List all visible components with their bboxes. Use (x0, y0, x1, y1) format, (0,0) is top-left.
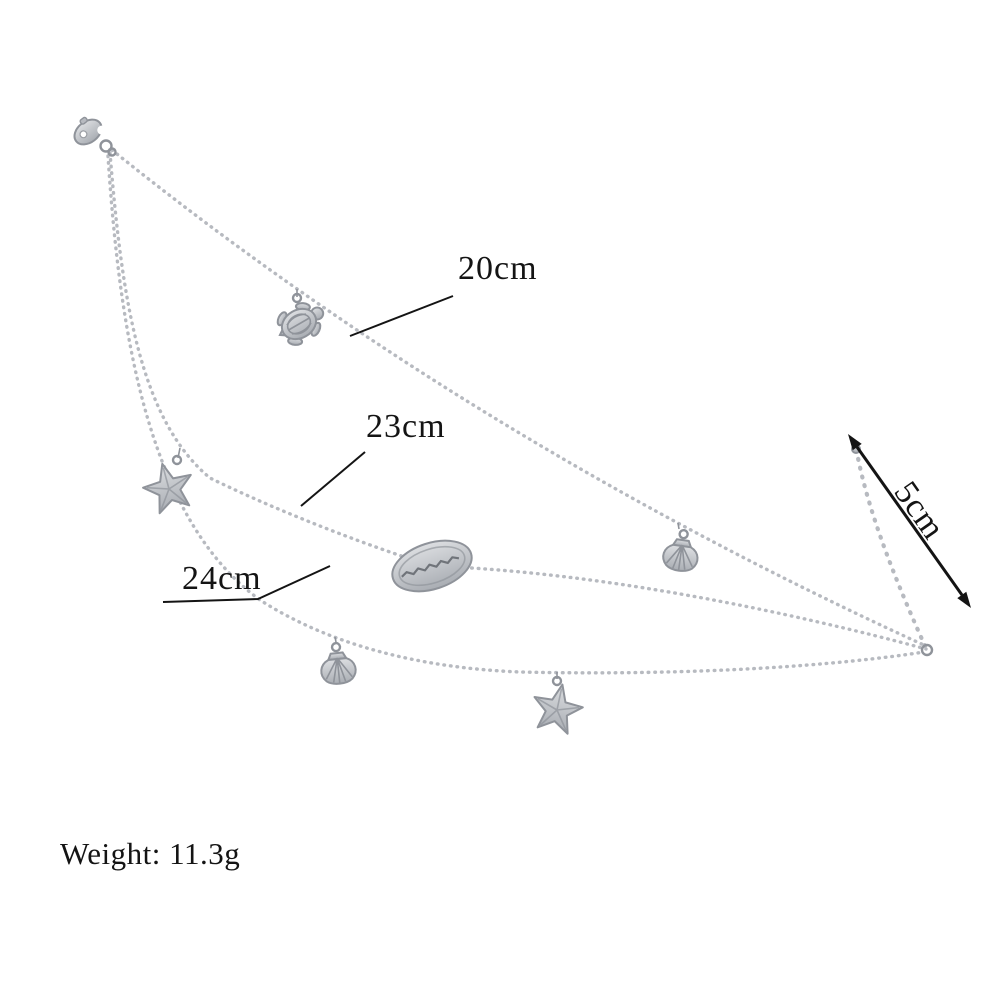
extender-arrow (848, 434, 971, 608)
chain-bottom-length-label: 24cm (182, 560, 262, 597)
chain-middle-23cm (108, 151, 928, 651)
leader-line-24cm (162, 565, 331, 603)
leader-line-20cm (349, 295, 454, 337)
chain-top-length-label: 20cm (458, 250, 538, 287)
starfish-charm-left (142, 447, 192, 515)
starfish-charm-right (533, 672, 584, 735)
clasp-jump-ring (99, 139, 113, 153)
extender-chain (854, 450, 928, 649)
lobster-clasp (73, 116, 107, 146)
convergence-ring (920, 643, 934, 657)
scallop-shell-charm-right (662, 522, 699, 572)
scallop-shell-charm-left (320, 636, 357, 685)
leader-line-23cm (300, 451, 366, 507)
chain-middle-length-label: 23cm (366, 408, 446, 445)
chain-top-20cm (110, 148, 928, 648)
turtle-charm (276, 289, 325, 346)
clasp-jump-ring-small (107, 147, 117, 157)
weight-label: Weight: 11.3g (60, 836, 241, 871)
cowrie-shell-charm (391, 539, 473, 593)
